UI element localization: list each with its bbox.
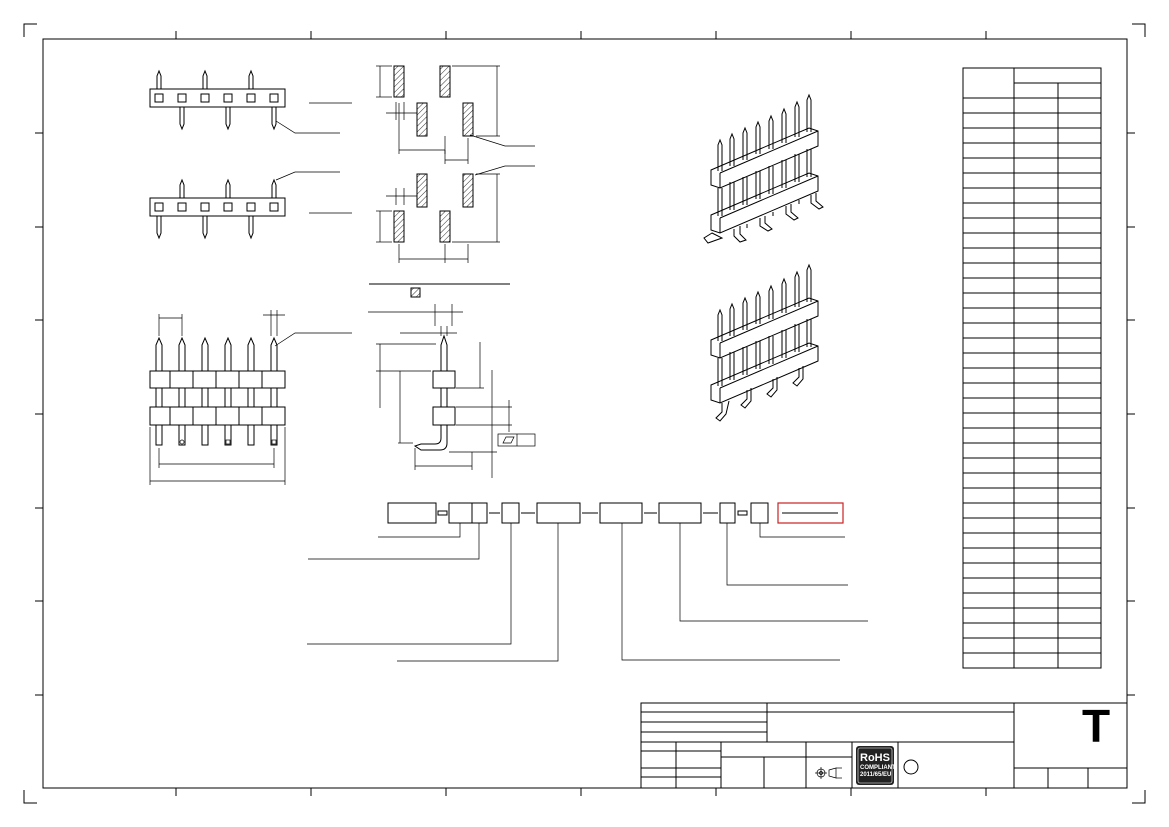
title-block: RoHS COMPLIANT 2011/65/EU T bbox=[640, 700, 1128, 789]
part-number-breakdown bbox=[307, 502, 868, 662]
front-view bbox=[149, 310, 352, 485]
top-view-upper bbox=[149, 69, 352, 134]
company-logo-letter: T bbox=[1082, 700, 1110, 752]
rohs-badge: RoHS COMPLIANT 2011/65/EU bbox=[856, 746, 896, 785]
projection-symbol-icon bbox=[815, 767, 842, 779]
rohs-line1: COMPLIANT bbox=[860, 765, 896, 771]
side-view bbox=[368, 304, 536, 478]
isometric-view-upper bbox=[703, 93, 824, 244]
dimension-table bbox=[962, 67, 1102, 669]
isometric-view-lower bbox=[710, 263, 819, 422]
rohs-line2: 2011/65/EU bbox=[860, 772, 891, 778]
top-view-lower bbox=[149, 171, 352, 240]
rohs-title: RoHS bbox=[860, 752, 890, 764]
pcb-layout bbox=[369, 65, 535, 298]
sheet-frame bbox=[23, 23, 1146, 804]
